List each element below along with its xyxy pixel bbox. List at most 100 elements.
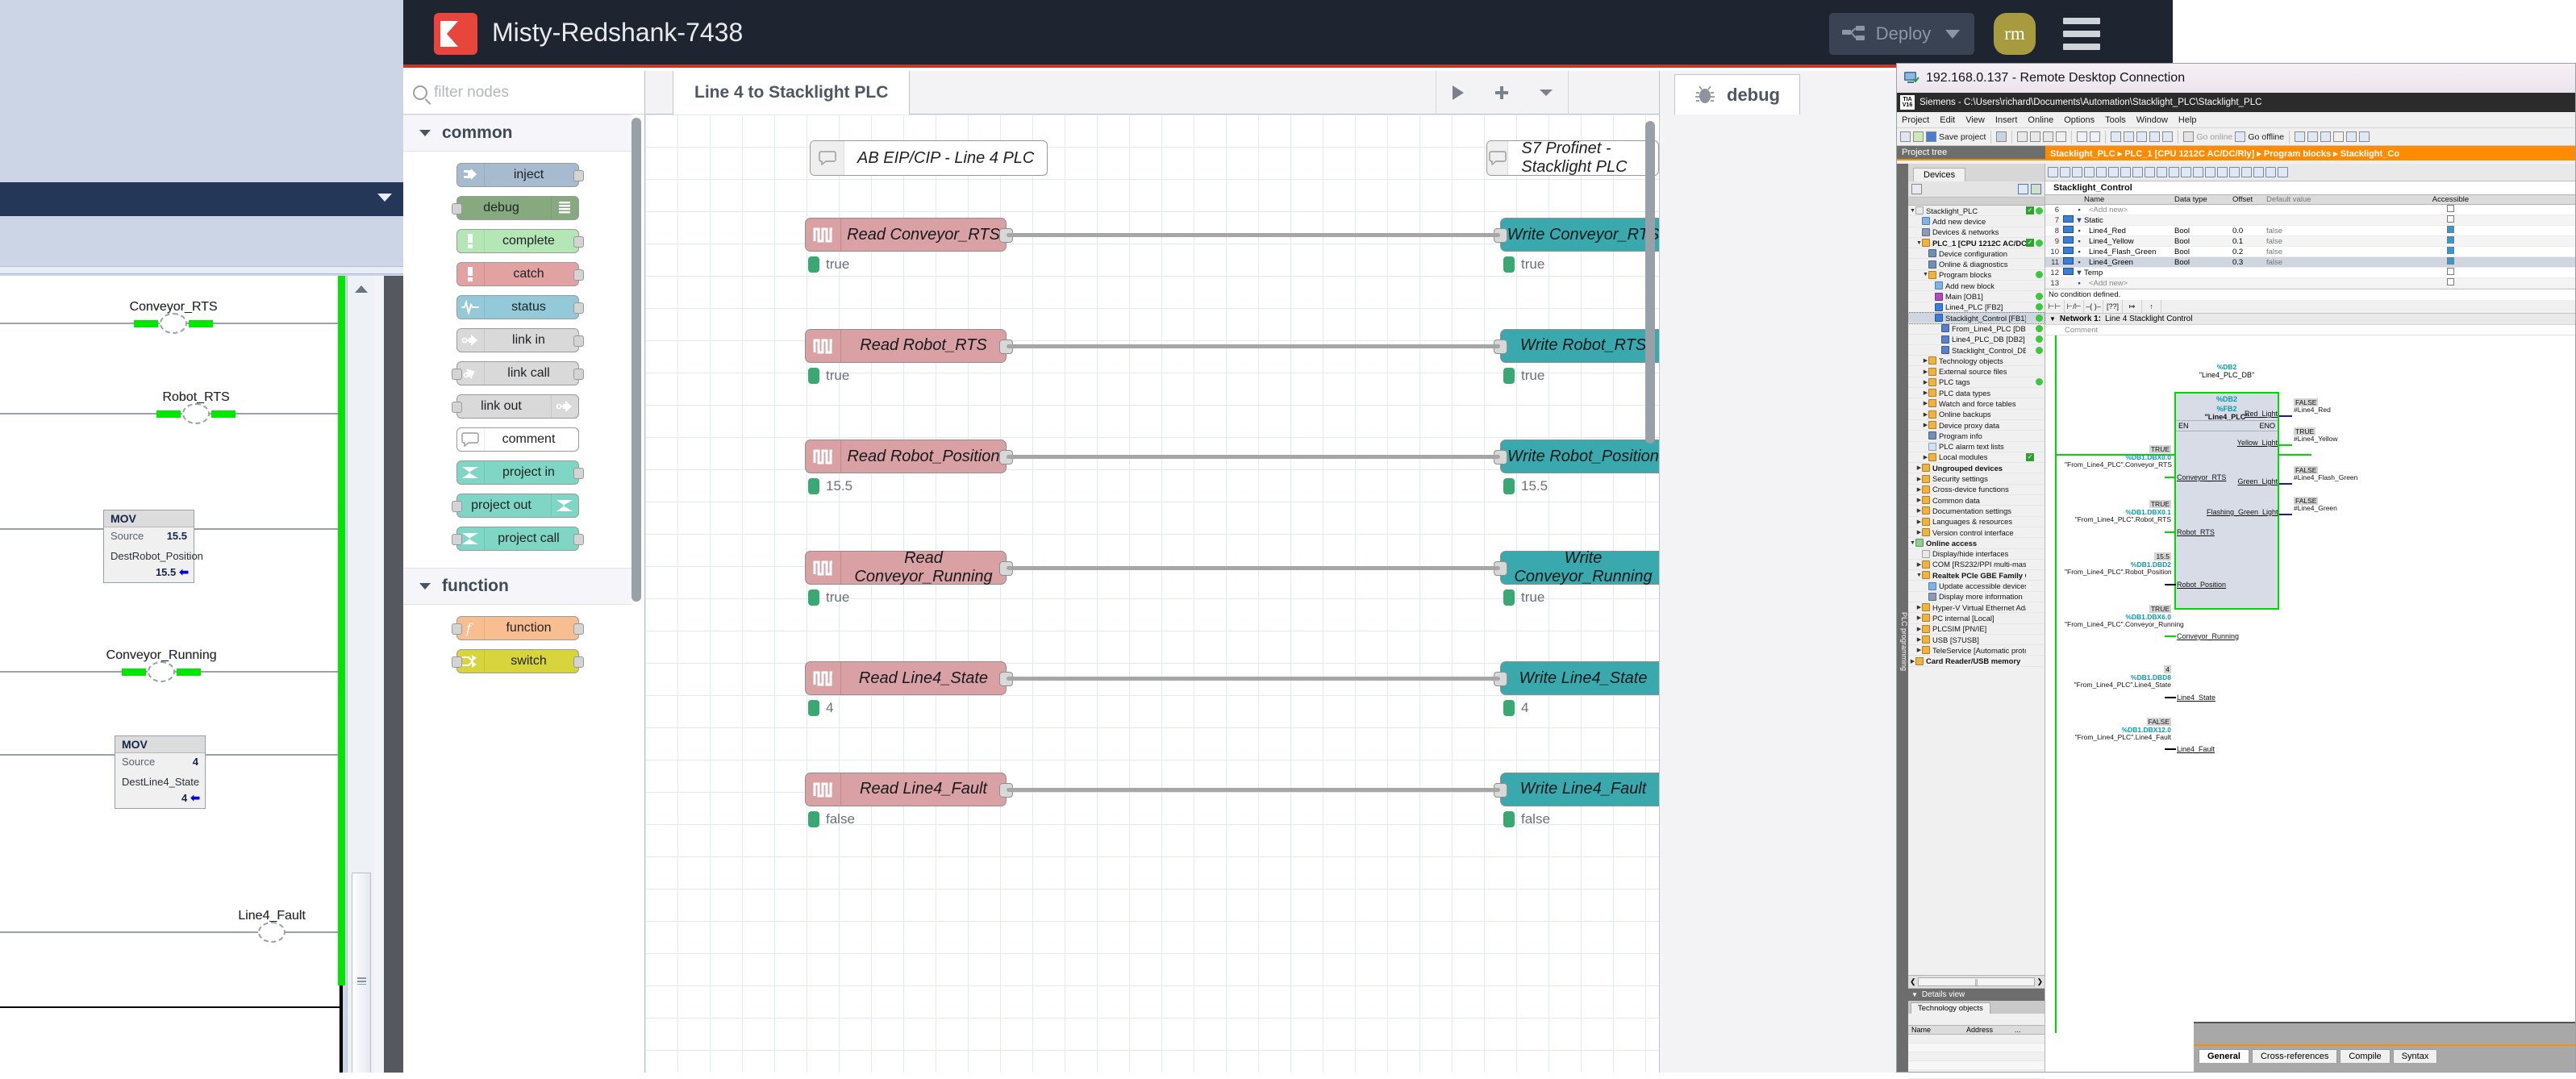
filter-nodes-input[interactable]: filter nodes [403, 71, 645, 115]
main-menu-button[interactable] [2063, 18, 2100, 50]
tree-details-icon[interactable] [2018, 184, 2028, 194]
row-accessible[interactable] [2326, 268, 2575, 277]
scrollbar-thumb[interactable] [352, 873, 371, 1073]
tree-item-plc-data-types[interactable]: ▶PLC data types [1908, 388, 2045, 398]
tree-expand-arrow-icon[interactable]: ▶ [1923, 390, 1928, 396]
tree-item-from-line4-plc-db1[interactable]: From_Line4_PLC [DB1] [1908, 323, 2045, 334]
flow-canvas[interactable]: AB EIP/CIP - Line 4 PLC S7 Profinet - St… [645, 115, 1659, 1073]
menu-help[interactable]: Help [2178, 115, 2197, 125]
fb-input-operand[interactable]: TRUE%DB1.DBX0.0"From_Line4_PLC".Conveyor… [2065, 445, 2171, 469]
tree-item-plcsim-pn-ie[interactable]: ▶PLCSIM [PN/IE] [1908, 624, 2045, 635]
tab-debug[interactable]: debug [1674, 74, 1800, 115]
tree-expand-arrow-icon[interactable]: ▼ [1923, 272, 1928, 277]
tree-expand-arrow-icon[interactable]: ▶ [1916, 561, 1922, 568]
new-project-icon[interactable] [1900, 131, 1911, 142]
save-project-label[interactable]: Save project [1939, 132, 1986, 142]
menu-edit[interactable]: Edit [1940, 115, 1955, 125]
flow-wire[interactable] [1007, 344, 1500, 348]
tree-item-local-modules[interactable]: ▶Local modules✓ [1908, 452, 2045, 463]
tree-expand-arrow-icon[interactable]: ▼ [1916, 573, 1922, 578]
network-comment[interactable]: Comment [2045, 325, 2575, 335]
tree-expand-icon[interactable] [2031, 184, 2041, 194]
close-branch-icon[interactable]: ↑ [2142, 300, 2161, 314]
input-port[interactable] [452, 369, 462, 380]
flow-node-read[interactable]: Read Conveyor_Running [805, 551, 1007, 585]
upload-icon[interactable] [2136, 131, 2147, 142]
run-icon[interactable] [1450, 84, 1466, 102]
palette-scrollbar[interactable] [631, 118, 641, 602]
table-row[interactable]: 10▪Line4_Flash_GreenBool0.2false [2045, 247, 2575, 257]
split-vertical-icon[interactable] [2359, 131, 2370, 142]
input-port[interactable] [452, 656, 462, 668]
tree-expand-arrow-icon[interactable]: ▶ [1910, 658, 1915, 664]
tree-item-stacklight-plc[interactable]: ▼Stacklight_PLC✓ [1908, 206, 2045, 216]
tree-item-version-control-interface[interactable]: ▶Version control interface [1908, 527, 2045, 538]
tree-item-display-more-information[interactable]: Display more information [1908, 592, 2045, 602]
download-icon[interactable] [2124, 131, 2134, 142]
insert-network-icon[interactable] [2048, 167, 2058, 177]
comment-toggle-icon[interactable] [2145, 167, 2155, 177]
menu-insert[interactable]: Insert [1995, 115, 2018, 125]
flow-wire[interactable] [1007, 233, 1500, 237]
output-port[interactable] [573, 236, 584, 248]
tree-expand-arrow-icon[interactable]: ▶ [1916, 626, 1922, 632]
output-port[interactable] [573, 170, 584, 181]
network-header[interactable]: ▼ Network 1: Line 4 Stacklight Control [2045, 314, 2575, 325]
tree-item-device-proxy-data[interactable]: ▶Device proxy data [1908, 420, 2045, 431]
deploy-button[interactable]: Deploy [1829, 13, 1974, 55]
inspector-tab-cross-references[interactable]: Cross-references [2252, 1049, 2337, 1063]
input-port[interactable] [452, 534, 462, 545]
tree-expand-arrow-icon[interactable]: ▶ [1916, 507, 1922, 514]
delete-icon[interactable] [2056, 131, 2066, 142]
modify-icon[interactable] [2241, 167, 2252, 177]
menu-online[interactable]: Online [2028, 115, 2053, 125]
table-row[interactable]: 6▪<Add new> [2045, 205, 2575, 215]
chevron-down-icon[interactable] [1945, 30, 1960, 39]
tree-item-display-hide-interfaces[interactable]: Display/hide interfaces [1908, 549, 2045, 560]
row-accessible[interactable] [2326, 215, 2575, 225]
input-port[interactable] [452, 501, 462, 512]
tree-expand-arrow-icon[interactable]: ▶ [1916, 519, 1922, 525]
fb-input-operand[interactable]: 4%DB1.DBD8"From_Line4_PLC".Line4_State [2065, 665, 2171, 689]
fb-input-operand[interactable]: TRUE%DB1.DBX0.1"From_Line4_PLC".Robot_RT… [2065, 500, 2171, 523]
empty-box-icon[interactable]: [??] [2103, 300, 2123, 314]
redo-icon[interactable] [2090, 131, 2100, 142]
row-accessible[interactable] [2326, 205, 2575, 215]
tab-devices[interactable]: Devices [1913, 168, 1965, 181]
tree-expand-arrow-icon[interactable]: ▼ [1910, 540, 1915, 546]
scroll-right-icon[interactable]: ❯ [2036, 977, 2043, 986]
row-accessible[interactable] [2326, 257, 2575, 267]
flow-node-read[interactable]: Read Line4_Fault [805, 773, 1007, 806]
fb-output-operand[interactable]: FALSE#Line4_Red [2294, 398, 2391, 414]
output-coil-icon[interactable]: –( )– [2084, 300, 2103, 314]
flow-node-read[interactable]: Read Conveyor_RTS [805, 218, 1007, 252]
copy-icon[interactable] [2030, 131, 2040, 142]
tab-technology-objects[interactable]: Technology objects [1911, 1002, 1990, 1014]
tree-item-program-info[interactable]: Program info [1908, 431, 2045, 441]
menu-view[interactable]: View [1965, 115, 1985, 125]
fb-output-operand[interactable]: FALSE#Line4_Flash_Green [2294, 466, 2391, 481]
function-block-call[interactable]: %DB2 "Line4_PLC_DB" %FB2 "Line4_PLC" EN … [2174, 392, 2279, 610]
tree-item-teleservice-automatic-protoco[interactable]: ▶TeleService [Automatic protoco... [1908, 645, 2045, 656]
tree-expand-arrow-icon[interactable]: ▶ [1923, 379, 1928, 385]
table-row[interactable]: 11▪Line4_GreenBool0.3false [2045, 257, 2575, 268]
palette-node-project-call[interactable]: project call [456, 527, 579, 551]
flow-node-write[interactable]: Write Conveyor_Running [1500, 551, 1659, 585]
tree-expand-arrow-icon[interactable]: ▶ [1916, 636, 1922, 643]
fb-input-operand[interactable]: 15.5%DB1.DBD2"From_Line4_PLC".Robot_Posi… [2065, 552, 2171, 576]
open-project-icon[interactable] [1913, 131, 1924, 142]
close-view-icon[interactable] [2333, 131, 2344, 142]
tree-item-devices-networks[interactable]: Devices & networks [1908, 227, 2045, 238]
align-icon[interactable] [2108, 167, 2119, 177]
table-row[interactable]: 8▪Line4_RedBool0.0false [2045, 226, 2575, 236]
print-icon[interactable] [1996, 131, 2007, 142]
step-icon[interactable] [2278, 167, 2288, 177]
save-icon[interactable] [1926, 131, 1936, 142]
expand-icon[interactable] [2120, 167, 2131, 177]
compile-icon[interactable] [2111, 131, 2121, 142]
insert-row-below-icon[interactable] [2084, 167, 2095, 177]
flow-node-read[interactable]: Read Robot_RTS [805, 329, 1007, 363]
ladder-mov-block[interactable]: MOV Source 15.5 Dest Robot_Position 15.5… [103, 510, 194, 583]
tree-item-technology-objects[interactable]: ▶Technology objects [1908, 356, 2045, 366]
zoom-fit-icon[interactable] [2181, 167, 2191, 177]
